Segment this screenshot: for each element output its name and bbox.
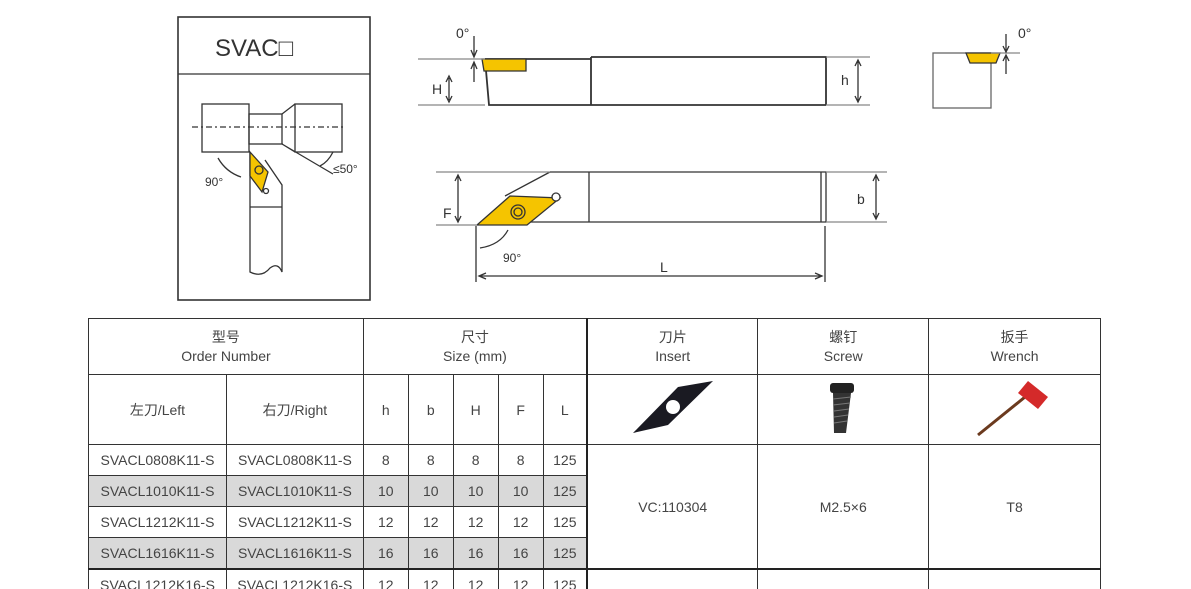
table-cell: SVACL1212K11-S [88, 506, 227, 538]
wrench-image-icon [928, 374, 1101, 445]
table-cell: 10 [407, 475, 454, 507]
tool-type-box: SVAC□ 90° ≤50° [177, 16, 371, 301]
screw-value: M2.5×6 [757, 444, 930, 570]
table-cell [757, 568, 930, 589]
svg-text:H: H [432, 81, 442, 97]
table-cell: SVACL1616K11-S [225, 537, 364, 570]
svg-text:0°: 0° [1018, 25, 1031, 41]
insert-value: VC:110304 [586, 444, 759, 570]
table-cell: 16 [452, 537, 499, 570]
table-cell: 8 [362, 444, 409, 476]
screw-image-icon [757, 374, 930, 445]
svg-text:b: b [857, 191, 865, 207]
table-cell: 125 [542, 506, 588, 538]
svg-text:F: F [443, 205, 452, 221]
table-cell: 16 [362, 537, 409, 570]
svg-text:90°: 90° [503, 251, 521, 265]
table-cell: 125 [542, 475, 588, 507]
table-cell: 12 [497, 506, 544, 538]
table-cell: 10 [497, 475, 544, 507]
table-cell: SVACL0808K11-S [225, 444, 364, 476]
table-cell: 10 [452, 475, 499, 507]
insert-icon [249, 150, 269, 194]
table-cell: 125 [542, 568, 588, 589]
insert-image-icon [586, 374, 759, 445]
table-cell: 8 [452, 444, 499, 476]
table-cell: 12 [407, 506, 454, 538]
svg-text:0°: 0° [456, 25, 469, 41]
wrench-value: T8 [928, 444, 1101, 570]
h-header: h [362, 374, 409, 445]
F-header: F [497, 374, 544, 445]
svg-text:h: h [841, 72, 849, 88]
table-cell [586, 568, 759, 589]
L-header: L [542, 374, 588, 445]
table-cell: 16 [497, 537, 544, 570]
svg-text:≤50°: ≤50° [333, 162, 358, 176]
table-cell: SVACL1010K11-S [88, 475, 227, 507]
b-header: b [407, 374, 454, 445]
table-cell: 125 [542, 537, 588, 570]
svg-text:90°: 90° [205, 175, 223, 189]
table-cell: SVACL1616K11-S [88, 537, 227, 570]
svg-text:L: L [660, 259, 668, 275]
H-header: H [452, 374, 499, 445]
table-cell: 12 [362, 506, 409, 538]
end-view: 0° [932, 25, 1031, 109]
table-cell: 8 [497, 444, 544, 476]
table-cell: SVACL1010K11-S [225, 475, 364, 507]
table-cell: SVACL1212K16-S [88, 568, 227, 589]
table-cell: SVACL1212K11-S [225, 506, 364, 538]
table-cell: 125 [542, 444, 588, 476]
side-view: 0° H h [418, 25, 870, 106]
tool-diagrams: SVAC□ 90° ≤50° 0° H h 0° F b L 90° [177, 16, 1031, 301]
table-cell: SVACL0808K11-S [88, 444, 227, 476]
table-cell: 12 [452, 568, 499, 589]
table-cell: 12 [407, 568, 454, 589]
table-cell: 16 [407, 537, 454, 570]
right-header: 右刀/Right [225, 374, 364, 445]
table-cell: 10 [362, 475, 409, 507]
table-cell: SVACL1212K16-S [225, 568, 364, 589]
left-header: 左刀/Left [88, 374, 227, 445]
table-cell: 12 [497, 568, 544, 589]
top-view: F b L 90° [436, 171, 887, 282]
tool-type-title: SVAC□ [215, 35, 294, 62]
table-cell [928, 568, 1101, 589]
table-cell: 12 [452, 506, 499, 538]
table-cell: 8 [407, 444, 454, 476]
table-cell: 12 [362, 568, 409, 589]
